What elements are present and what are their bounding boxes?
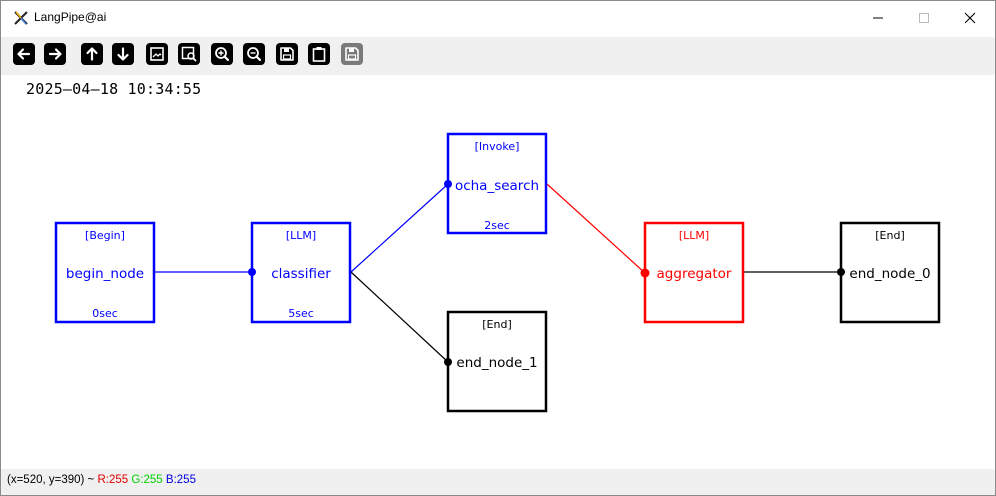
image-search-icon[interactable] [178,43,200,65]
node-begin-type: [Begin] [85,229,125,242]
image-icon[interactable] [146,43,168,65]
minimize-icon [873,17,883,19]
timestamp-label: 2025‒04‒18 10:34:55 [26,80,202,98]
arrow-down-icon[interactable] [112,43,134,65]
title-bar: LangPipe@ai [1,1,995,35]
status-bar: (x=520, y=390) ~ R:255 G:255 B:255 [1,469,995,495]
close-button[interactable] [947,1,993,35]
zoom-out-icon[interactable] [243,43,265,65]
node-aggregator-type: [LLM] [679,229,709,242]
maximize-icon [919,13,929,23]
node-begin-time: 0sec [92,307,118,320]
save-disabled-icon[interactable] [341,43,363,65]
node-end0-name: end_node_0 [849,266,930,282]
node-end-0[interactable]: [End] end_node_0 [837,221,941,324]
window-title: LangPipe@ai [34,10,107,24]
node-end0-type: [End] [875,229,905,242]
maximize-button[interactable] [901,1,947,35]
input-port [837,268,845,276]
node-end1-type: [End] [482,318,512,331]
node-ocha-name: ocha_search [455,178,539,194]
status-text: (x=520, y=390) ~ R:255 G:255 B:255 [7,474,196,486]
zoom-in-icon[interactable] [211,43,233,65]
minimize-button[interactable] [855,1,901,35]
input-port [444,358,452,366]
input-port [640,268,650,278]
node-end1-name: end_node_1 [456,355,537,371]
node-ocha-time: 2sec [484,219,510,232]
cursor-coords: (x=520, y=390) ~ [7,474,95,486]
node-classifier-type: [LLM] [286,229,316,242]
input-port [248,268,256,276]
pixel-green: G:255 [131,474,163,486]
arrow-right-icon[interactable] [44,43,66,65]
edge-classifier-ocha [350,183,449,273]
node-aggregator[interactable]: [LLM] aggregator [640,221,745,324]
node-ocha-search[interactable]: [Invoke] ocha_search 2sec [444,132,548,235]
pixel-blue: B:255 [165,474,196,486]
edge-classifier-end1 [350,271,449,363]
app-logo-icon [14,11,28,25]
edge-ocha-aggregator [546,183,646,274]
node-end-1[interactable]: [End] end_node_1 [444,310,548,413]
node-begin[interactable]: [Begin] begin_node 0sec [54,221,156,324]
arrow-up-icon[interactable] [81,43,103,65]
node-aggregator-name: aggregator [657,266,732,282]
node-classifier-time: 5sec [288,307,314,320]
save-icon[interactable] [276,43,298,65]
arrow-left-icon[interactable] [13,43,35,65]
node-begin-name: begin_node [66,266,144,282]
node-ocha-type: [Invoke] [475,140,520,153]
node-classifier-name: classifier [271,266,331,282]
clipboard-icon[interactable] [308,43,330,65]
pixel-red: R:255 [97,474,129,486]
close-icon [964,12,976,24]
toolbar [1,37,995,75]
input-port [444,180,452,188]
node-classifier[interactable]: [LLM] classifier 5sec [248,221,352,324]
